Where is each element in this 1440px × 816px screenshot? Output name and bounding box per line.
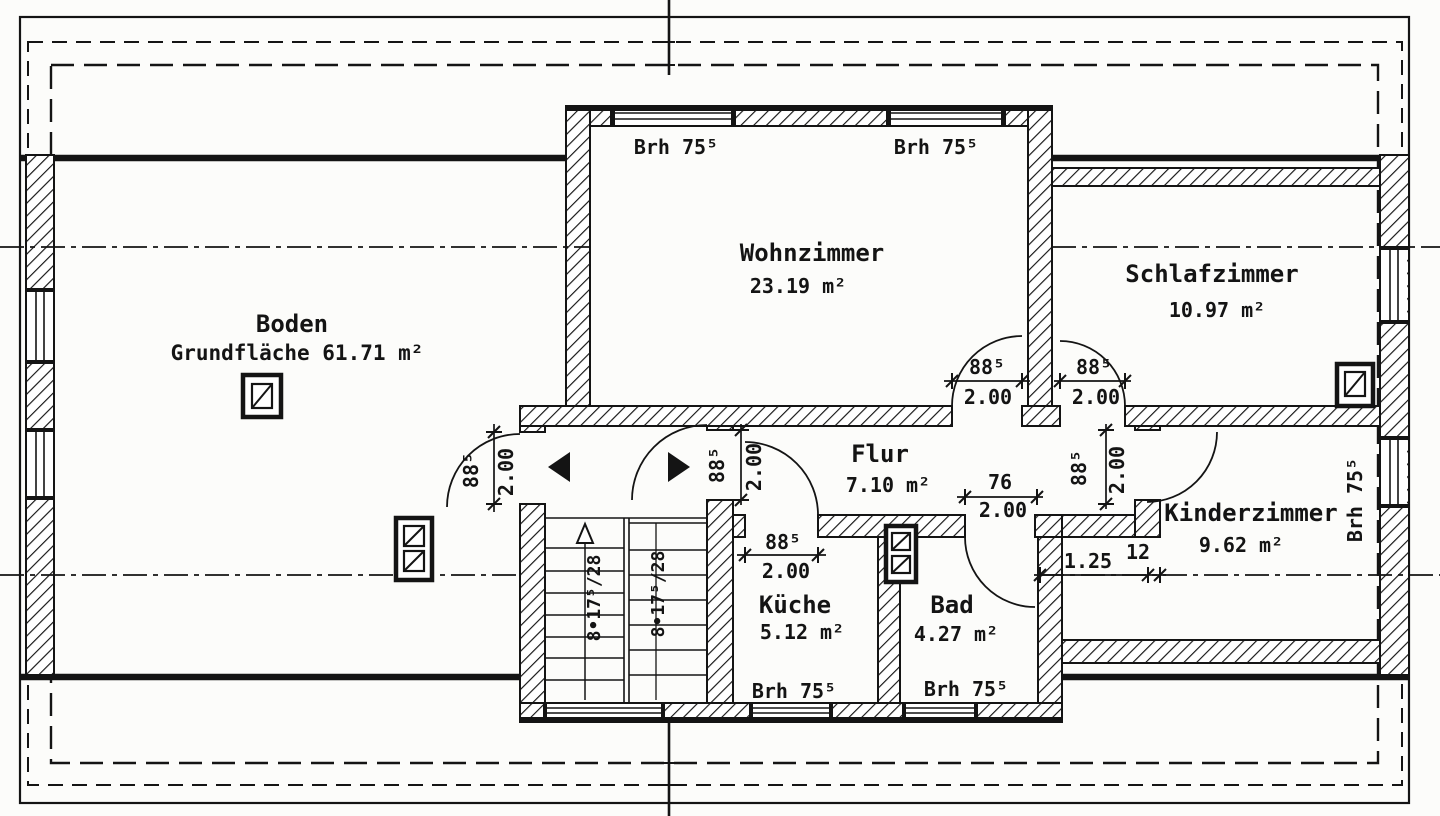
dim-schlafzimmer-door-width: 88⁵ [1076, 355, 1112, 379]
room-area-flur: 7.10 m² [846, 473, 930, 497]
dim-bad-door-height: 2.00 [979, 498, 1027, 522]
room-area-kueche: 5.12 m² [760, 620, 844, 644]
arrow-right-icon [668, 452, 690, 482]
window-left-upper [26, 288, 54, 364]
room-label-bad: Bad [930, 591, 973, 619]
dim-landing-door [732, 423, 750, 507]
door-arc-landing [631, 424, 708, 501]
door-arc-bad [964, 536, 1036, 608]
parapet-label-wohnzimmer-right: Brh 75⁵ [894, 135, 978, 159]
dim-wohnzimmer-door [944, 372, 1030, 390]
dim-wohnzimmer-door-width: 88⁵ [969, 355, 1005, 379]
dim-wall-thickness: 12 [1126, 540, 1150, 564]
dim-niche-length: 1.25 [1064, 549, 1112, 573]
dim-kueche-door-height: 2.00 [762, 559, 810, 583]
eave-lines [20, 154, 1409, 681]
dim-bad-door [957, 488, 1044, 506]
room-area-wohnzimmer: 23.19 m² [750, 274, 846, 298]
dim-boden-door-width: 88⁵ [459, 452, 483, 488]
text-layer: Boden Grundfläche 61.71 m² Wohnzimmer 23… [171, 135, 1367, 703]
window-wohnzimmer-left [610, 106, 736, 126]
block-bottom-edge [520, 717, 1062, 722]
dim-kinderzimmer-door [1097, 423, 1115, 511]
door-arc-wohnzimmer [951, 335, 1023, 407]
wohnzimmer-facade-edge [566, 106, 1052, 111]
dim-schlafzimmer-door [1053, 372, 1132, 390]
dim-kueche-door [737, 546, 826, 564]
dim-landing-door-height: 2.00 [742, 443, 766, 491]
window-under-stair [543, 703, 665, 722]
room-area-schlafzimmer: 10.97 m² [1169, 298, 1265, 322]
dim-boden-door [485, 424, 503, 512]
chimneys [240, 361, 1376, 585]
staircase [545, 517, 707, 703]
door-arc-schlafzimmer [1059, 340, 1126, 407]
dim-wohnzimmer-door-height: 2.00 [964, 385, 1012, 409]
parapet-label-wohnzimmer-left: Brh 75⁵ [634, 135, 718, 159]
room-label-boden: Boden [256, 310, 328, 338]
parapet-label-bad: Brh 75⁵ [924, 677, 1008, 701]
parapet-label-kinderzimmer: Brh 75⁵ [1343, 458, 1367, 542]
door-arcs [446, 335, 1218, 608]
stair-walk-line [575, 521, 595, 700]
section-axis-marks [663, 0, 675, 816]
room-label-kueche: Küche [759, 591, 831, 619]
dim-niche [1033, 566, 1167, 584]
dim-kinderzimmer-door-height: 2.00 [1105, 446, 1129, 494]
window-schlafzimmer [1380, 246, 1408, 324]
dim-kueche-door-width: 88⁵ [765, 530, 801, 554]
room-area-boden: Grundfläche 61.71 m² [171, 341, 424, 365]
stair-treads-right [629, 549, 707, 676]
room-area-bad: 4.27 m² [914, 622, 998, 646]
dim-bad-door-width: 76 [988, 470, 1012, 494]
room-label-schlafzimmer: Schlafzimmer [1125, 260, 1298, 288]
window-wohnzimmer-right [886, 106, 1006, 126]
window-bad [902, 703, 978, 722]
chimney-bad [883, 523, 919, 585]
door-arc-kueche [744, 441, 819, 516]
window-left-lower [26, 428, 54, 500]
dimension-lines [485, 372, 1167, 584]
room-label-flur: Flur [851, 440, 909, 468]
room-label-wohnzimmer: Wohnzimmer [740, 239, 885, 267]
chimney-boden-1 [240, 372, 284, 420]
dim-landing-door-width: 88⁵ [705, 447, 729, 483]
stair-run-label-right: 8•17⁵/28 [648, 551, 669, 638]
chimney-boden-2 [393, 515, 435, 583]
dim-schlafzimmer-door-height: 2.00 [1072, 385, 1120, 409]
door-arc-boden [446, 433, 521, 508]
windows [26, 106, 1408, 722]
door-arc-kinderzimmer [1146, 431, 1218, 503]
room-label-kinderzimmer: Kinderzimmer [1164, 499, 1337, 527]
arrow-left-icon [548, 452, 570, 482]
stair-run-label-left: 8•17⁵/28 [584, 555, 605, 642]
window-kinderzimmer [1380, 436, 1408, 508]
parapet-label-kueche: Brh 75⁵ [752, 679, 836, 703]
chimney-schlafzimmer [1334, 361, 1376, 409]
dim-boden-door-height: 2.00 [494, 448, 518, 496]
dim-kinderzimmer-door-width: 88⁵ [1067, 450, 1091, 486]
window-kueche [749, 703, 833, 722]
room-area-kinderzimmer: 9.62 m² [1199, 533, 1283, 557]
